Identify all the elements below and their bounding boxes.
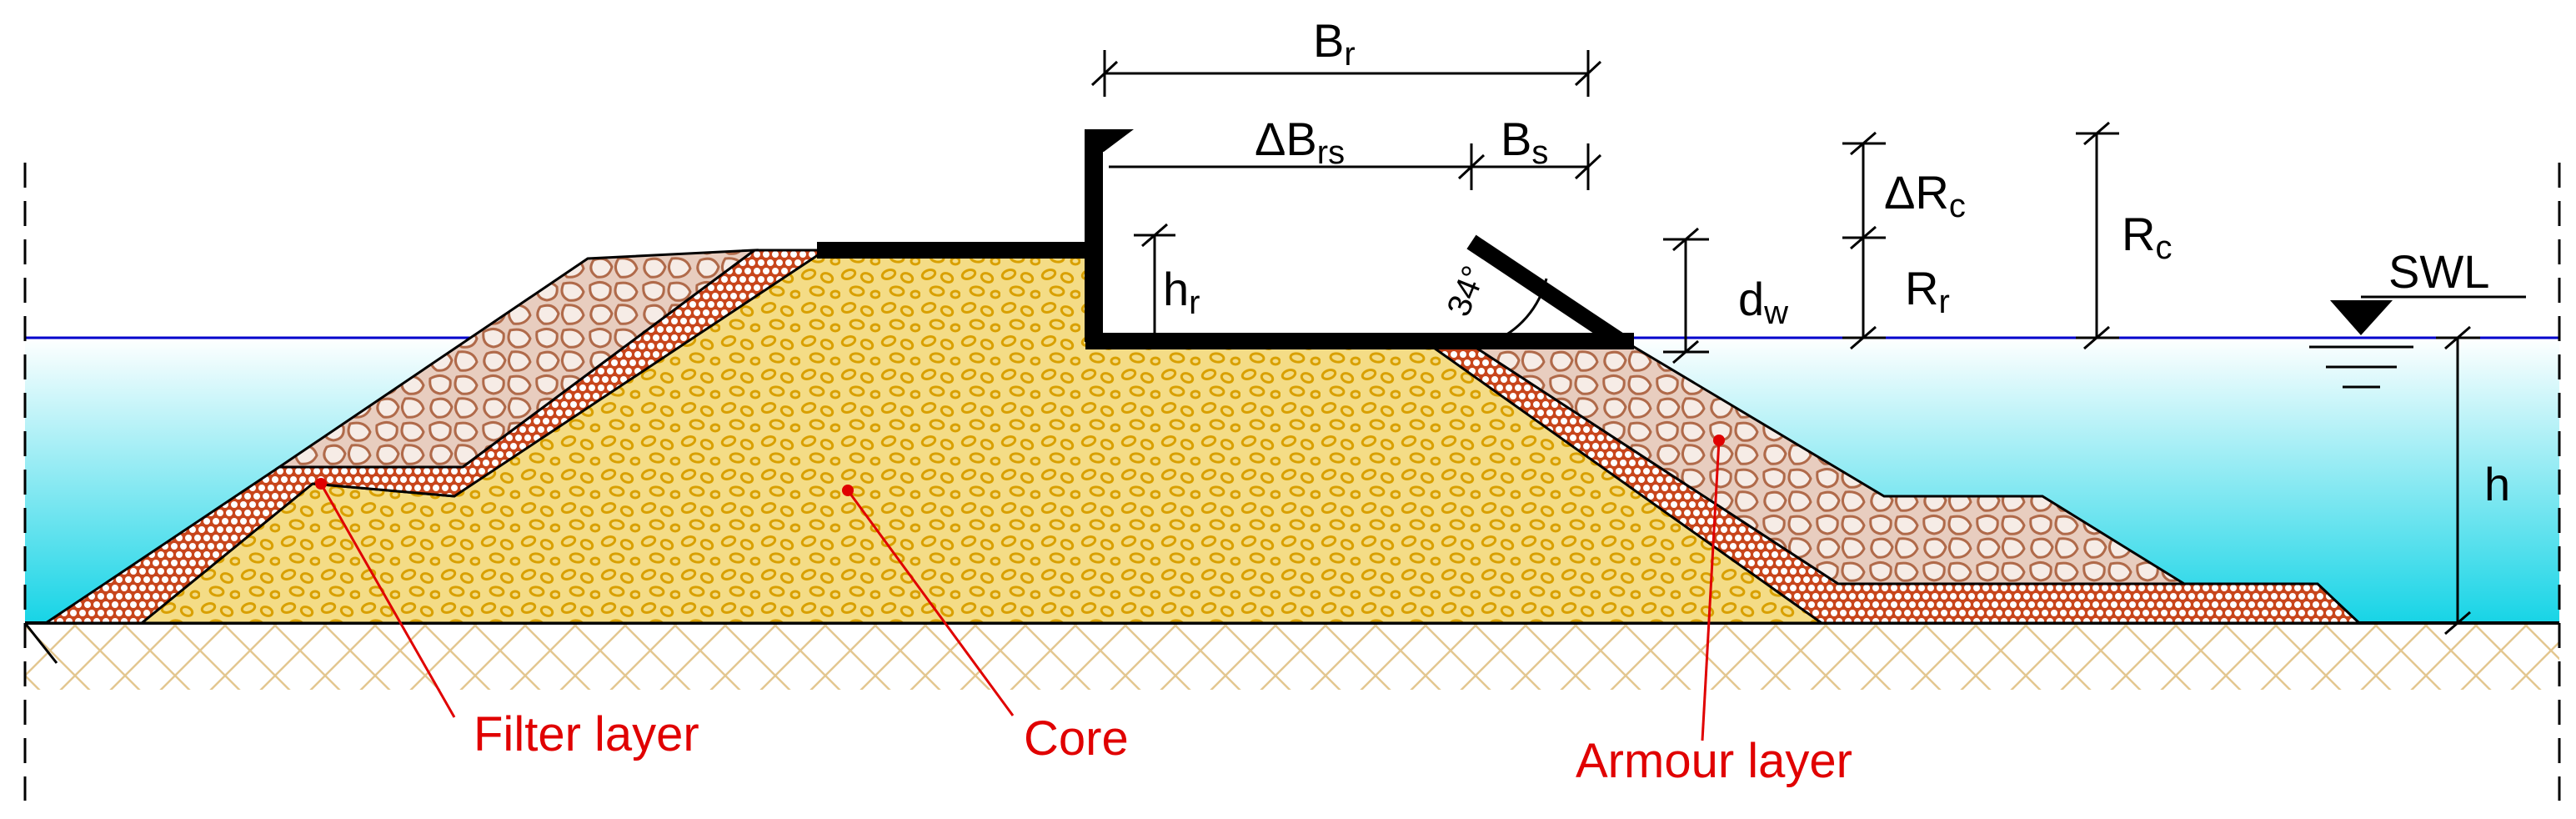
label-core: Core (1024, 711, 1129, 766)
filter-layer-callout (315, 478, 456, 718)
dimension-Br (1090, 50, 1602, 97)
toe-mark (23, 622, 58, 664)
label-filter-layer: Filter layer (474, 707, 699, 761)
wall-top-nose (1085, 129, 1134, 152)
label-dw: dw (1738, 273, 1788, 331)
label-swl: SWL (2388, 245, 2489, 298)
label-dBrs: ΔBrs (1255, 113, 1345, 171)
seaward-armour-layer (275, 249, 759, 469)
armour-layer-callout (1701, 435, 1725, 741)
dimension-Rc (2076, 121, 2119, 350)
rear-screen-plate (1466, 234, 1626, 349)
label-Rc: Rc (2122, 208, 2172, 266)
label-h: h (2484, 458, 2510, 510)
dimension-h (2436, 325, 2480, 636)
label-Bs: Bs (1501, 113, 1548, 171)
label-Br: Br (1313, 14, 1356, 73)
dimension-dBrs-Bs (1109, 143, 1602, 190)
angle-arc (1491, 278, 1548, 344)
label-angle: 34° (1441, 261, 1493, 322)
label-Rr: Rr (1905, 262, 1950, 320)
seabed (25, 623, 2559, 690)
core-callout (842, 485, 1015, 716)
dimension-hr (1134, 223, 1175, 342)
dimension-dRc-Rr (1842, 131, 1886, 350)
label-dRc: ΔRc (1884, 166, 1966, 224)
label-hr: hr (1163, 263, 1200, 321)
label-armour-layer: Armour layer (1576, 734, 1852, 788)
swl-triangle-icon (2330, 300, 2393, 335)
dimension-dw (1663, 227, 1709, 364)
